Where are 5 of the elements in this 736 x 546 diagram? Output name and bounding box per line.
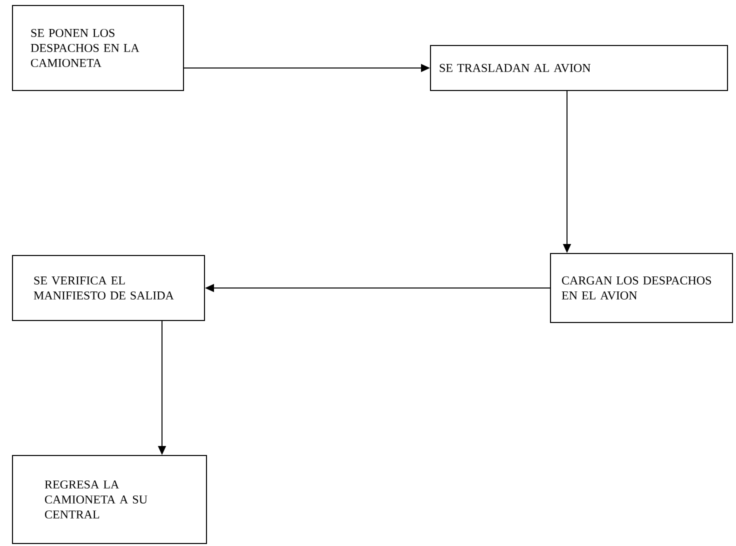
process-box: SE PONEN LOS DESPACHOS EN LA CAMIONETA	[12, 5, 184, 91]
process-box: CARGAN LOS DESPACHOS EN EL AVION	[550, 253, 733, 323]
process-box: SE TRASLADAN AL AVION	[430, 45, 728, 91]
process-box: REGRESA LA CAMIONETA A SU CENTRAL	[12, 455, 207, 544]
process-box: SE VERIFICA EL MANIFIESTO DE SALIDA	[12, 255, 205, 321]
